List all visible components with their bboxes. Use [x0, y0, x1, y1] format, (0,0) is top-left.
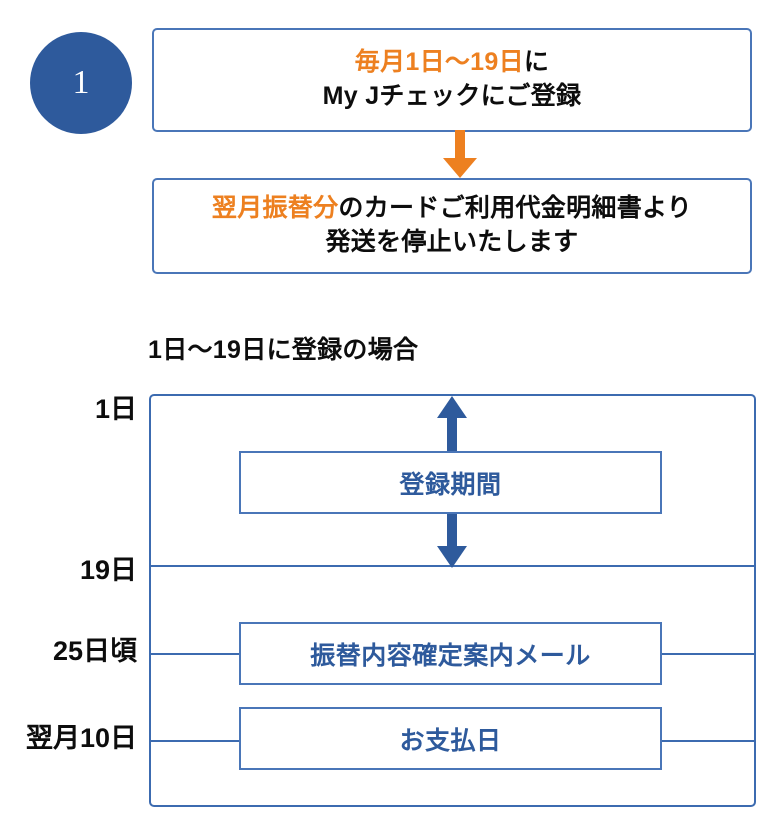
- step-number-badge: 1: [30, 32, 132, 134]
- timeline-box-registration-period: 登録期間: [239, 451, 662, 514]
- flow-box-registration-line2: My Jチェックにご登録: [322, 82, 582, 110]
- flow-box-registration-line1-rest: に: [523, 48, 550, 77]
- timeline-axis-label-day1: 1日: [94, 394, 137, 424]
- step-number-label: 1: [72, 64, 90, 101]
- flow-box-stop-statement-line1-rest: のカードご利用代金明細書より: [338, 194, 693, 223]
- flow-box-stop-statement-line2: 発送を停止いたします: [325, 228, 579, 256]
- timeline-heading: 1日〜19日に登録の場合: [148, 336, 419, 364]
- timeline-axis-label-next-month-day10: 翌月10日: [25, 723, 137, 753]
- timeline-axis-label-day19: 19日: [79, 555, 137, 585]
- down-arrow-icon: [440, 130, 480, 180]
- timeline-box-confirmation-mail: 振替内容確定案内メール: [239, 622, 662, 685]
- flow-box-registration: 毎月1日〜19日に My Jチェックにご登録: [152, 28, 752, 132]
- flow-box-stop-statement-highlight: 翌月振替分: [211, 194, 339, 223]
- timeline-box-payment-day: お支払日: [239, 707, 662, 770]
- flow-box-stop-statement-line1: 翌月振替分のカードご利用代金明細書より: [212, 192, 692, 226]
- flow-box-registration-line1: 毎月1日〜19日に: [355, 46, 549, 80]
- flow-box-stop-statement: 翌月振替分のカードご利用代金明細書より 発送を停止いたします: [152, 178, 752, 274]
- flow-box-registration-highlight: 毎月1日〜19日: [354, 48, 524, 77]
- timeline-axis-label-day25: 25日頃: [52, 636, 137, 666]
